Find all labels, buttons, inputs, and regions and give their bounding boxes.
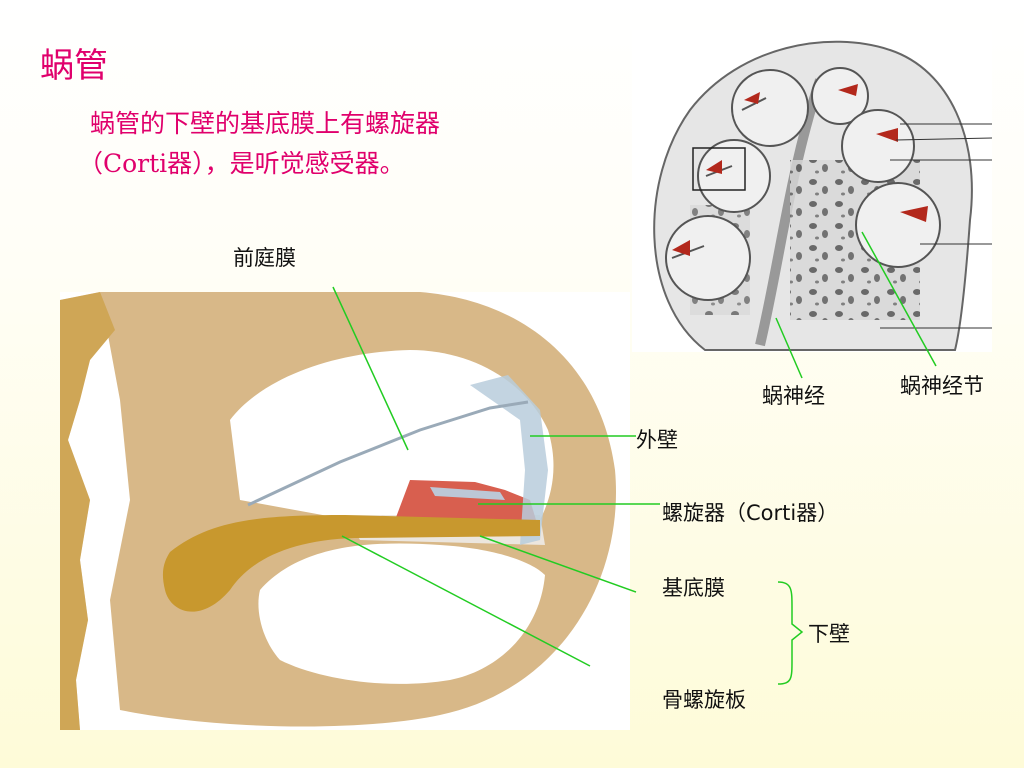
cochlear-turn [841, 109, 915, 183]
description-line-2: （Corti器），是听觉感受器。 [78, 149, 405, 178]
cochlear-duct-detail [60, 292, 630, 730]
cochlear-turn [697, 139, 771, 213]
label-cochlear-nerve: 蜗神经 [762, 384, 825, 408]
label-lower-wall: 下壁 [808, 622, 850, 646]
leader-lines [332, 231, 937, 667]
cochlear-turn [665, 215, 751, 301]
description-line-1: 蜗管的下壁的基底膜上有螺旋器 [90, 109, 441, 138]
cochlear-turn [731, 69, 809, 147]
description: 蜗管的下壁的基底膜上有螺旋器 （Corti器），是听觉感受器。 [78, 104, 610, 184]
label-outer-wall: 外壁 [636, 428, 678, 452]
lower-wall-brace [777, 581, 804, 685]
cochlea-cross-section [632, 30, 993, 352]
label-vestibular-membrane: 前庭膜 [233, 246, 296, 270]
label-osseous-spiral-lamina: 骨螺旋板 [662, 688, 746, 712]
label-spiral-organ: 螺旋器（Corti器） [662, 501, 839, 525]
slide-title: 蜗管 [40, 46, 108, 86]
highlight-box [692, 147, 746, 191]
label-basilar-membrane: 基底膜 [662, 576, 725, 600]
label-spiral-ganglion: 蜗神经节 [900, 374, 984, 398]
cochlear-turn [855, 182, 941, 268]
cochlear-turn [811, 67, 869, 125]
